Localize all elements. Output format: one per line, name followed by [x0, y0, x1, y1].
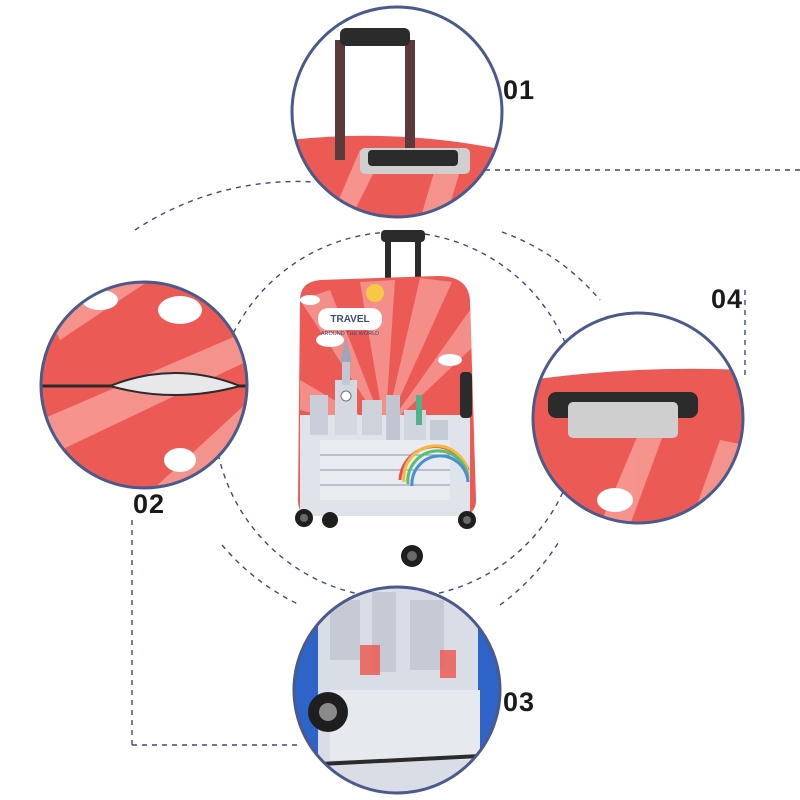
- callout-label-02: 02: [133, 489, 166, 519]
- callout-label-01: 01: [503, 75, 536, 105]
- cover-print-title: TRAVEL: [330, 314, 369, 325]
- callout-label-04: 04: [711, 284, 744, 314]
- wheels: [295, 509, 476, 567]
- detail-circle-top-handle: [290, 5, 504, 219]
- side-handle: [460, 372, 472, 418]
- travel-banner: [318, 308, 382, 330]
- city-skyline: [300, 338, 470, 516]
- suitcase-main: TRAVEL AROUND THE WORLD: [295, 230, 476, 567]
- cover-print-subtitle: AROUND THE WORLD: [321, 331, 379, 337]
- callout-label-03: 03: [503, 687, 536, 717]
- cloud-decor: [300, 295, 462, 366]
- detail-circle-side-handle: [531, 311, 745, 525]
- detail-circle-zipper: [39, 280, 249, 490]
- sun-decor: [366, 284, 384, 302]
- detail-circle-bottom-seam: [292, 585, 502, 795]
